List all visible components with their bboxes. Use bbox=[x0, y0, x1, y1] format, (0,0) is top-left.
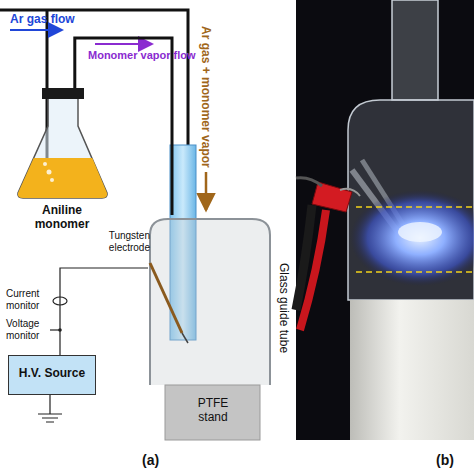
vapor-pipe bbox=[75, 38, 172, 215]
plasma-photo bbox=[296, 0, 474, 440]
mixed-flow-arrow bbox=[205, 172, 208, 210]
ground-symbol bbox=[38, 395, 62, 422]
glass-guide-tube: Glass guide tube bbox=[148, 215, 272, 385]
voltage-node bbox=[58, 328, 62, 332]
hv-source-box: H.V. Source bbox=[8, 355, 96, 395]
node-text: Aniline monomer bbox=[27, 204, 97, 232]
signal-label: Voltage monitor bbox=[6, 318, 52, 341]
flow-label: Monomer vapor flow bbox=[88, 49, 196, 62]
monomer-flow-arrow bbox=[95, 43, 152, 45]
node-text: PTFE stand bbox=[191, 397, 235, 425]
node-text: Glass guide tube bbox=[276, 263, 290, 353]
glass-guide-tube-outline bbox=[148, 215, 272, 385]
current-probe bbox=[53, 297, 67, 305]
flow-label: Ar gas + monomer vapor bbox=[198, 26, 212, 168]
signal-label: Current monitor bbox=[6, 288, 52, 311]
part-label: Tungsten electrode bbox=[98, 230, 150, 253]
ar-flow-arrow bbox=[10, 29, 62, 31]
ptfe-stand: PTFE stand bbox=[165, 385, 260, 440]
electrode-wire bbox=[60, 268, 148, 355]
flow-label: Ar gas flow bbox=[10, 13, 75, 27]
flask: Aniline monomer bbox=[15, 88, 110, 238]
ar-gas-line bbox=[0, 10, 188, 150]
panel-label: (b) bbox=[436, 452, 454, 468]
node-text: H.V. Source bbox=[8, 367, 96, 381]
panel-label: (a) bbox=[142, 452, 159, 468]
